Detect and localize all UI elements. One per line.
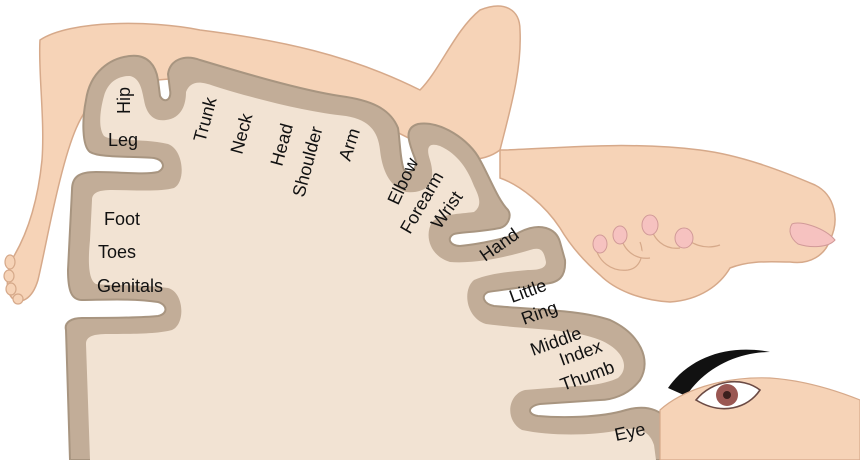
label-leg: Leg [108, 130, 138, 150]
eye-figure [659, 349, 860, 460]
labels: Hip Leg Trunk Neck Head Shoulder Arm Elb… [97, 87, 647, 445]
arm-shape [499, 144, 836, 303]
fingernails [592, 214, 836, 254]
label-genitals: Genitals [97, 276, 163, 296]
label-foot: Foot [104, 209, 140, 229]
eyebrow-shape [668, 349, 770, 396]
white-matter [86, 76, 656, 460]
label-hip: Hip [114, 87, 134, 114]
pupil-shape [723, 391, 731, 399]
label-toes: Toes [98, 242, 136, 262]
toes-shape [3, 254, 24, 305]
